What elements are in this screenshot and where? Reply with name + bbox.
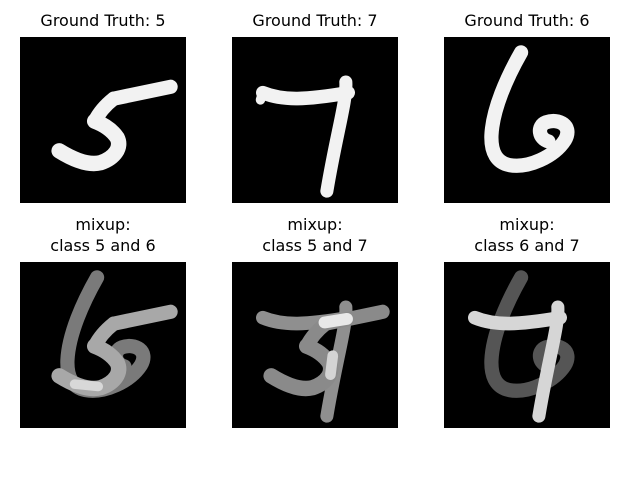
mixup-5-6-drawing <box>51 270 178 398</box>
digit-6-drawing <box>484 45 575 173</box>
mixup-5-6-image <box>20 262 186 428</box>
mixup-6-7-drawing <box>468 270 575 423</box>
title-mixup-5-6-line1: mixup: <box>75 215 131 234</box>
title-ground-truth-7: Ground Truth: 7 <box>252 11 378 30</box>
mixup-5-7-image <box>232 262 398 428</box>
title-mixup-5-6-line2: class 5 and 6 <box>50 236 156 255</box>
digit-5-drawing <box>51 79 178 172</box>
title-mixup-6-7-line1: mixup: <box>499 215 555 234</box>
title-mixup-5-7-line1: mixup: <box>287 215 343 234</box>
title-mixup-6-7-line2: class 6 and 7 <box>474 236 580 255</box>
title-mixup-5-6: mixup: class 5 and 6 <box>3 214 203 256</box>
digit-7-image <box>232 37 398 203</box>
title-mixup-6-7: mixup: class 6 and 7 <box>427 214 627 256</box>
title-ground-truth-6: Ground Truth: 6 <box>464 11 590 30</box>
title-ground-truth-5: Ground Truth: 5 <box>40 11 166 30</box>
title-mixup-5-7-line2: class 5 and 7 <box>262 236 368 255</box>
digit-5-image <box>20 37 186 203</box>
mixup-6-7-image <box>444 262 610 428</box>
title-mixup-5-7: mixup: class 5 and 7 <box>215 214 415 256</box>
mixup-5-7-drawing <box>256 300 390 423</box>
digit-6-image <box>444 37 610 203</box>
digit-7-drawing <box>255 75 356 198</box>
